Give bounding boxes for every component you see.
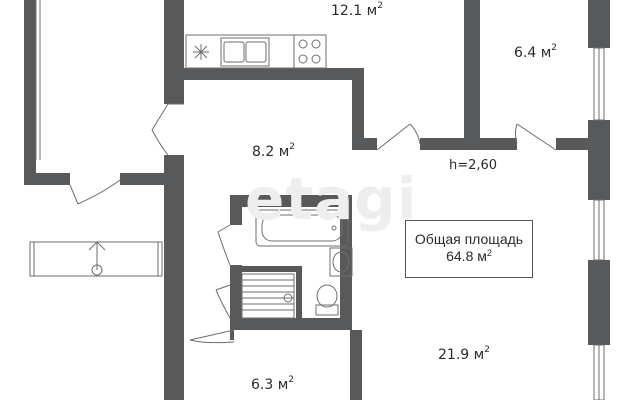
- room-area-bedroom-small: 6.4 м2: [514, 43, 558, 61]
- total-area-box: Общая площадь 64.8 м2: [405, 220, 533, 278]
- balcony-door: [69, 179, 121, 205]
- right-windows: [593, 47, 605, 400]
- walls: [164, 0, 610, 400]
- balcony-window: [35, 0, 41, 160]
- balcony-wall: [24, 0, 168, 185]
- toilet-icon: [315, 284, 339, 316]
- room-area-living: 21.9 м2: [438, 345, 490, 363]
- doors: [151, 103, 557, 344]
- entrance-arrow-icon: [29, 241, 163, 277]
- bathtub-icon: [255, 209, 349, 247]
- shower-tray-icon: [241, 273, 295, 319]
- room-area-kitchen: 12.1 м2: [331, 1, 383, 19]
- total-area-value: 64.8 м2: [446, 248, 492, 264]
- room-area-bottom-left: 6.3 м2: [251, 375, 295, 393]
- ceiling-height: h=2,60: [449, 158, 498, 173]
- watermark: etagi: [245, 165, 418, 233]
- fridge-icon: [193, 44, 209, 60]
- total-area-title: Общая площадь: [414, 231, 524, 247]
- kitchen-counter: [185, 34, 327, 69]
- stove-icon: [298, 39, 321, 64]
- room-area-hall: 8.2 м2: [252, 142, 296, 160]
- sink-icon: [329, 247, 353, 277]
